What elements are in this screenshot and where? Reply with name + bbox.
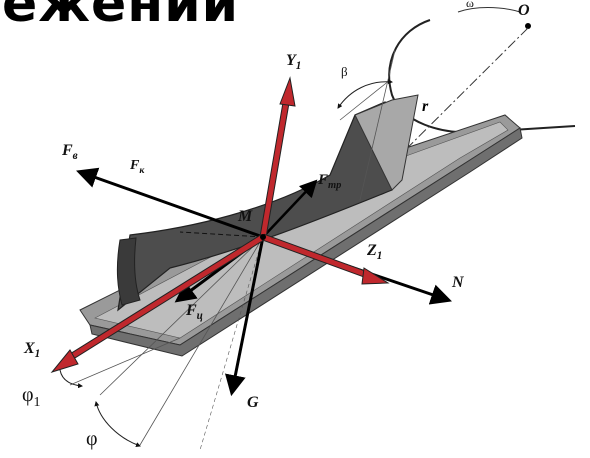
label-m: M [238, 208, 253, 225]
axis-x1 [50, 234, 265, 373]
label-omega: ω [466, 0, 474, 10]
label-r: r [422, 98, 429, 115]
label-z1: Z1 [367, 242, 383, 263]
label-fv: Fв [62, 142, 78, 163]
label-n: N [452, 274, 464, 291]
beta-ref-line [359, 49, 396, 201]
ref-line-2 [139, 236, 264, 446]
title-clip: ежении [0, 0, 300, 34]
axis-y1 [259, 76, 296, 238]
rotation-arc [457, 7, 521, 13]
vector-fv [76, 167, 264, 239]
axis-z1 [261, 233, 390, 285]
page-title-fragment: ежении [2, 0, 240, 34]
vector-ftr [262, 179, 318, 238]
label-phi: φ [86, 428, 98, 450]
label-x1: X1 [24, 340, 41, 361]
label-g: G [247, 394, 259, 411]
label-fc: Fц [186, 302, 203, 323]
label-o: O [518, 2, 530, 19]
phi1-arc [59, 369, 83, 389]
label-phi1: φ1 [22, 384, 41, 410]
ref-line-4 [199, 236, 264, 451]
wall-front-face [116, 237, 141, 306]
ref-line-3 [69, 337, 181, 386]
label-y1: Y1 [286, 52, 302, 73]
label-fk: Fк [130, 158, 145, 176]
label-ftr: Fтр [318, 172, 342, 191]
ref-line-1 [99, 236, 264, 396]
vector-g [224, 236, 265, 397]
center-o-point [525, 23, 531, 29]
beta-arc [337, 79, 393, 109]
drum-outline [388, 19, 576, 134]
point-m [260, 234, 266, 240]
phi-arc [94, 401, 141, 447]
label-beta: β [341, 64, 348, 79]
tray-edge [89, 127, 523, 357]
hidden-axis-1 [179, 231, 264, 238]
